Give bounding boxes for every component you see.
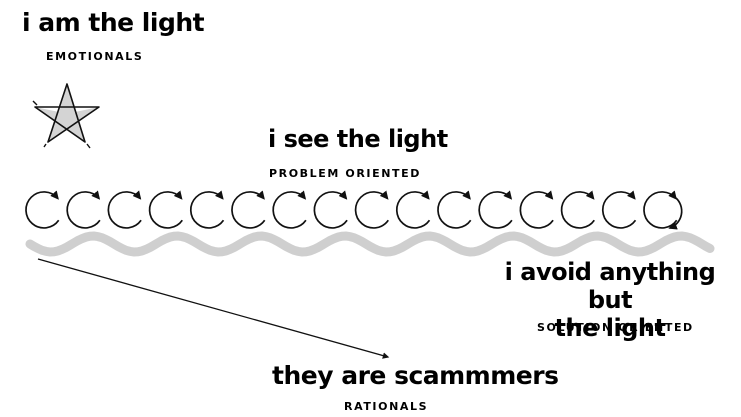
loop-arrow-icon <box>354 190 389 229</box>
loop-chain <box>25 190 683 230</box>
loop-arrow-icon <box>272 190 307 229</box>
label-they-are-scammers: they are scammmers <box>272 361 559 390</box>
diagonal-arrow <box>37 258 390 359</box>
label-emotionals: EMOTIONALS <box>46 50 144 63</box>
loop-arrow-icon <box>25 190 60 229</box>
loop-end-arrow-icon <box>668 197 683 230</box>
label-i-avoid-anything: i avoid anything but the light <box>490 258 730 342</box>
loop-arrow-icon <box>560 190 595 229</box>
loop-arrow-icon <box>643 190 678 229</box>
loop-arrow-icon <box>519 190 554 229</box>
label-solution-oriented: SOLUTION ORIENTED <box>537 321 694 334</box>
loop-arrow-icon <box>601 190 637 229</box>
loop-arrow-icon <box>189 190 225 229</box>
label-i-see-the-light: i see the light <box>268 125 448 153</box>
loop-arrow-icon <box>313 190 348 229</box>
loop-arrow-icon <box>478 190 513 229</box>
loop-arrow-icon <box>231 190 266 229</box>
loop-arrow-icon <box>107 190 142 229</box>
label-i-avoid-line1: i avoid anything but <box>504 258 716 314</box>
label-i-avoid-line2: the light <box>554 314 666 342</box>
gray-wave-line <box>25 231 715 257</box>
label-rationals: RATIONALS <box>344 400 429 413</box>
label-i-am-the-light: i am the light <box>22 8 205 37</box>
loop-arrow-icon <box>395 190 431 229</box>
star-icon <box>32 83 100 149</box>
label-problem-oriented: PROBLEM ORIENTED <box>269 167 421 180</box>
loop-arrow-icon <box>437 190 472 229</box>
loop-arrow-icon <box>66 190 101 229</box>
loop-arrow-icon <box>148 190 183 229</box>
